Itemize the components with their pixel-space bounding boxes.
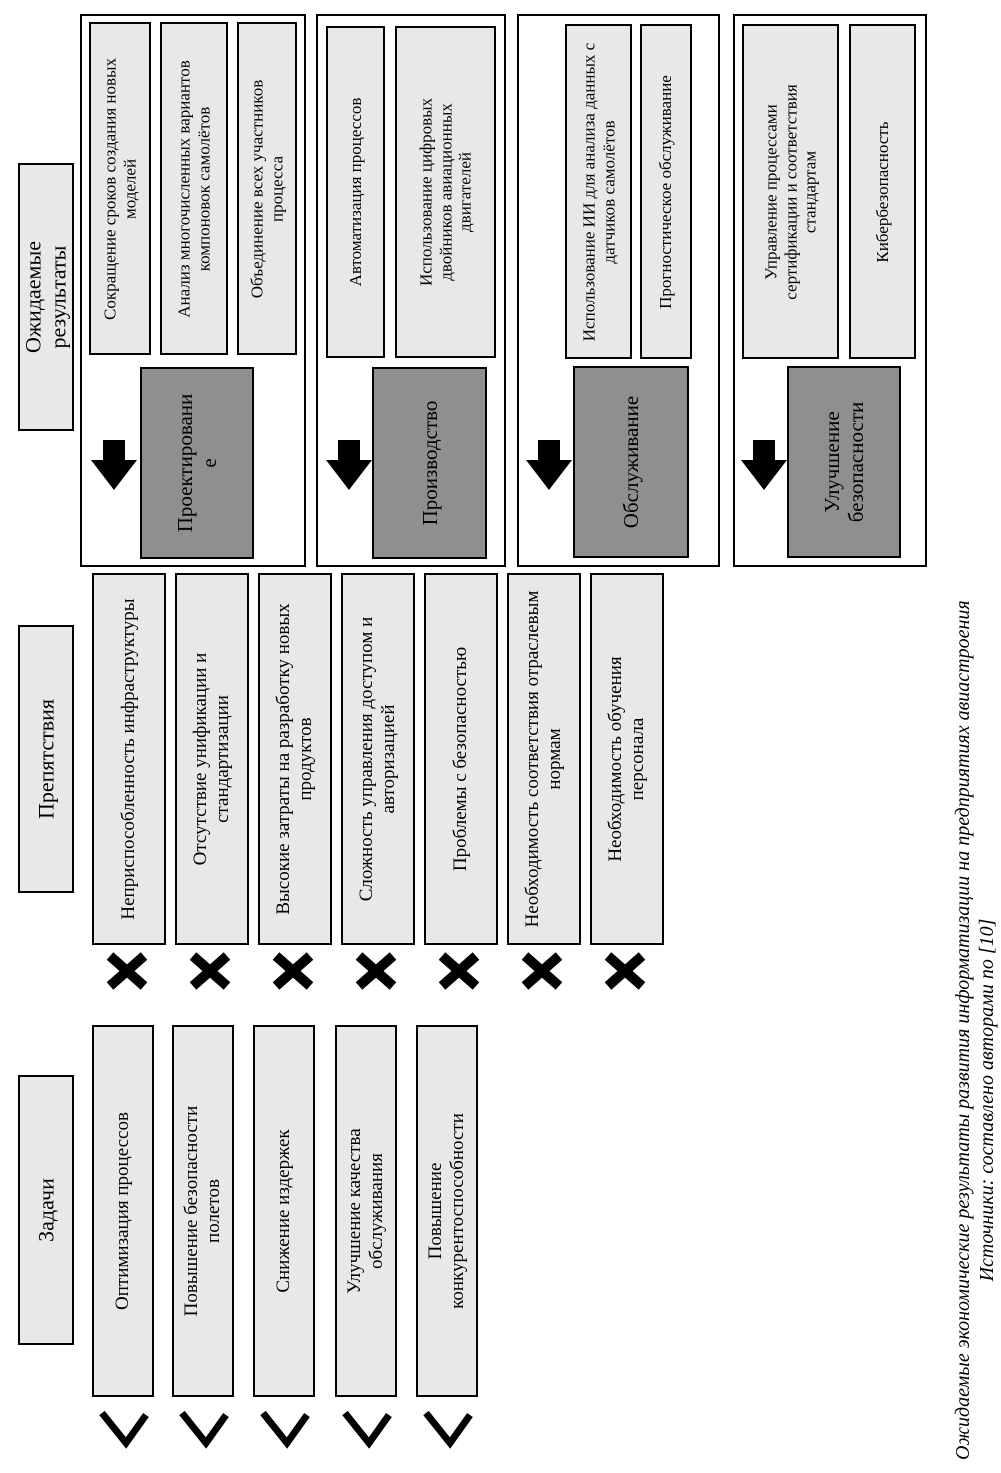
header-results: Ожидаемые результаты	[18, 163, 74, 431]
header-tasks: Задачи	[18, 1075, 74, 1345]
design-item-3: Объединение всех участников процесса	[237, 22, 297, 355]
group-design-frame	[80, 14, 306, 567]
obstacle-box-5: Проблемы с безопасностью	[424, 573, 498, 945]
production-item-label-2: Использование цифровых двойников авиацио…	[416, 97, 475, 287]
task-label-1: Оптимизация процессов	[112, 1112, 134, 1310]
obstacle-label-6: Необходимость соответствия отраслевым но…	[522, 590, 565, 928]
security-item-2: Кибербезопасность	[849, 24, 916, 359]
cross-icon	[189, 952, 231, 990]
production-item-1: Автоматизация процессов	[326, 26, 385, 358]
group-design-title: Проектирование	[172, 393, 221, 533]
task-box-4: Улучшение качества обслуживания	[335, 1025, 397, 1397]
obstacle-label-1: Неприспособленность инфраструктуры	[118, 598, 140, 920]
task-box-1: Оптимизация процессов	[92, 1025, 154, 1397]
check-icon	[260, 1410, 310, 1449]
caption-title: Ожидаемые экономические результаты разви…	[952, 600, 974, 1460]
task-label-3: Снижение издержек	[273, 1129, 295, 1293]
obstacle-label-4: Сложность управления доступом и авториза…	[356, 616, 399, 902]
task-box-5: Повышение конкурентоспособности	[416, 1025, 478, 1397]
header-results-label: Ожидаемые результаты	[20, 240, 71, 354]
design-item-2: Анализ многочисленных вариантов компонов…	[160, 22, 228, 355]
maintenance-item-label-2: Прогностическое обслуживание	[656, 74, 676, 309]
maintenance-item-2: Прогностическое обслуживание	[640, 24, 692, 359]
task-box-2: Повышение безопасности полетов	[172, 1025, 234, 1397]
header-obstacles: Препятствия	[18, 625, 74, 893]
group-maintenance-frame	[517, 14, 720, 567]
security-item-label-1: Управление процессами сертификации и соо…	[761, 83, 820, 300]
task-box-3: Снижение издержек	[253, 1025, 315, 1397]
arrow-down-icon	[741, 440, 787, 490]
arrow-down-icon	[326, 440, 372, 490]
task-label-2: Повышение безопасности полетов	[181, 1105, 224, 1317]
task-label-5: Повышение конкурентоспособности	[425, 1113, 468, 1309]
cross-icon	[521, 952, 563, 990]
group-design-title-box: Проектирование	[140, 367, 254, 559]
maintenance-item-1: Использование ИИ для анализа данных с да…	[565, 24, 632, 359]
obstacle-label-7: Необходимость обучения персонала	[605, 656, 648, 862]
group-production-title: Производство	[417, 400, 442, 526]
header-tasks-label: Задачи	[33, 1178, 59, 1242]
cross-icon	[438, 952, 480, 990]
obstacle-box-3: Высокие затраты на разработку новых прод…	[258, 573, 332, 945]
obstacle-box-4: Сложность управления доступом и авториза…	[341, 573, 415, 945]
production-item-label-1: Автоматизация процессов	[345, 97, 365, 287]
cross-icon	[106, 952, 148, 990]
caption-source: Источники: составлено авторами по [10]	[976, 918, 998, 1282]
obstacle-label-3: Высокие затраты на разработку новых прод…	[273, 603, 316, 915]
obstacle-box-1: Неприспособленность инфраструктуры	[92, 573, 166, 945]
check-icon	[342, 1410, 392, 1449]
security-item-1: Управление процессами сертификации и соо…	[742, 24, 839, 359]
design-item-label-2: Анализ многочисленных вариантов компонов…	[174, 59, 213, 318]
design-item-label-3: Объединение всех участников процесса	[247, 79, 286, 298]
design-item-1: Сокращение сроков создания новых моделей	[89, 22, 151, 355]
check-icon	[179, 1410, 229, 1449]
group-maintenance-title-box: Обслуживание	[573, 366, 689, 558]
cross-icon	[604, 952, 646, 990]
group-security-title: Улучшение безопасности	[819, 401, 868, 523]
obstacle-label-2: Отсутствие унификации и стандартизации	[190, 652, 233, 866]
obstacle-box-7: Необходимость обучения персонала	[590, 573, 664, 945]
group-production-frame	[316, 14, 506, 567]
group-security-title-box: Улучшение безопасности	[787, 366, 901, 558]
obstacle-label-5: Проблемы с безопасностью	[450, 646, 472, 872]
header-obstacles-label: Препятствия	[33, 698, 59, 820]
production-item-2: Использование цифровых двойников авиацио…	[395, 26, 496, 358]
group-production-title-box: Производство	[372, 367, 487, 559]
check-icon	[423, 1410, 473, 1449]
cross-icon	[355, 952, 397, 990]
task-label-4: Улучшение качества обслуживания	[344, 1128, 387, 1294]
group-security-frame	[733, 14, 927, 567]
cross-icon	[272, 952, 314, 990]
arrow-down-icon	[91, 440, 137, 490]
figure-caption: Ожидаемые экономические результаты разви…	[952, 600, 998, 1460]
obstacle-box-6: Необходимость соответствия отраслевым но…	[507, 573, 581, 945]
security-item-label-2: Кибербезопасность	[872, 120, 892, 263]
maintenance-item-label-1: Использование ИИ для анализа данных с да…	[578, 42, 618, 341]
check-icon	[99, 1410, 149, 1449]
design-item-label-1: Сокращение сроков создания новых моделей	[100, 57, 139, 320]
arrow-down-icon	[526, 440, 572, 490]
group-maintenance-title: Обслуживание	[618, 395, 643, 529]
obstacle-box-2: Отсутствие унификации и стандартизации	[175, 573, 249, 945]
